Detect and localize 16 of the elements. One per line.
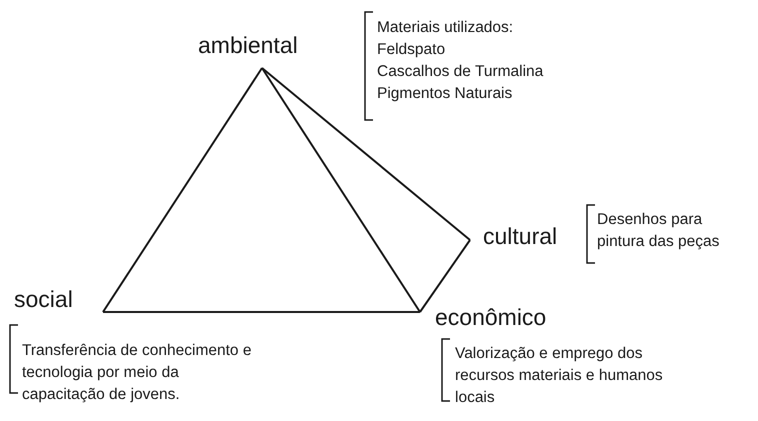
pyramid-edge bbox=[261, 67, 471, 241]
note-text: Transferência de conhecimento e tecnologia por meio da capacitação de jovens. bbox=[22, 341, 252, 405]
vertex-label: cultural bbox=[483, 224, 558, 250]
note-text: Valorização e emprego dos recursos materiais e humanos locais bbox=[455, 344, 664, 408]
note-text: Pigmentos Naturais bbox=[377, 84, 514, 104]
vertex-label: social bbox=[14, 287, 73, 312]
pyramid-edge bbox=[103, 311, 420, 313]
note-text: Desenhos para pintura das peças bbox=[597, 210, 720, 252]
note-text: Cascalhos de Turmalina bbox=[377, 62, 544, 82]
pyramid-edge bbox=[261, 67, 421, 313]
pyramid-edge bbox=[102, 67, 263, 313]
note-text: Feldspato bbox=[377, 40, 446, 60]
note-text: Materiais utilizados: bbox=[377, 18, 514, 38]
vertex-label: ambiental bbox=[198, 33, 298, 58]
pyramid-edge bbox=[419, 239, 471, 313]
vertex-label: econômico bbox=[435, 305, 546, 330]
